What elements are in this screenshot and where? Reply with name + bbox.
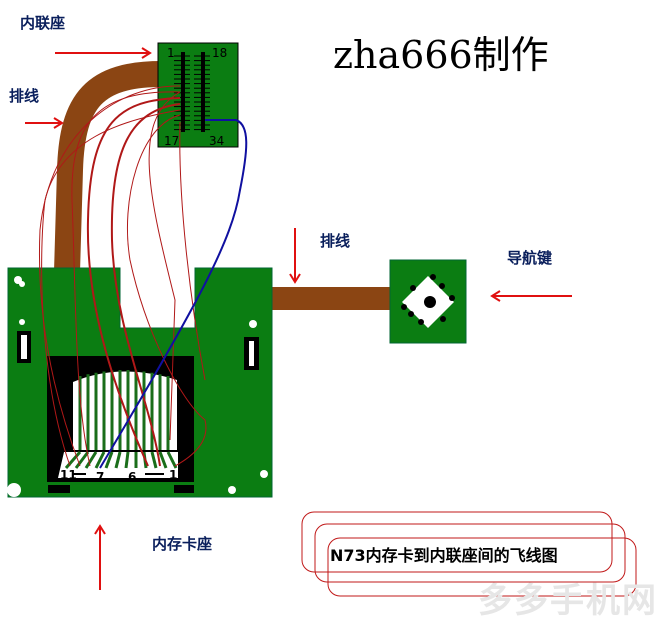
card-contact-lead — [94, 451, 106, 469]
arrow-up-icon — [94, 524, 106, 590]
nav-key-board — [389, 259, 467, 344]
label-nav-key: 导航键 — [507, 249, 552, 267]
red-flying-wires — [39, 85, 207, 467]
card-contact-lead — [124, 451, 130, 469]
caption-text: N73内存卡到内联座间的飞线图 — [330, 546, 558, 565]
arrows — [25, 47, 572, 590]
arrow-right-icon — [55, 47, 152, 59]
connector-pin-1: 1 — [167, 46, 175, 60]
label-card-slot: 内存卡座 — [152, 535, 212, 553]
card-contact-lead — [150, 451, 158, 469]
arrow-down-icon — [289, 228, 301, 284]
caption-box — [301, 511, 637, 597]
diagram-title: zha666制作 — [333, 33, 549, 77]
card-pin-7: 7 — [96, 470, 104, 484]
arrow-left-icon — [490, 290, 572, 302]
card-pin-1: 1 — [169, 468, 177, 482]
flex-cable-right — [270, 287, 392, 310]
card-contact-lead — [64, 451, 82, 469]
card-pin-6: 6 — [128, 470, 136, 484]
card-pin-11: 11 — [60, 468, 77, 482]
card-contact-lead — [84, 451, 98, 469]
card-contact-lead — [166, 451, 178, 469]
connector-pin-34: 34 — [209, 134, 224, 148]
connector-pin-18: 18 — [212, 46, 227, 60]
nav-key-center — [424, 296, 436, 308]
card-contact-lead — [74, 451, 90, 469]
label-connector: 内联座 — [20, 14, 65, 32]
card-contact-lead — [104, 451, 114, 469]
card-contact-lead — [158, 451, 168, 469]
watermark: 多多手机网 — [478, 581, 658, 618]
label-flex-cable-right: 排线 — [320, 232, 350, 250]
connector-pin-17: 17 — [164, 134, 179, 148]
flex-cable-left — [54, 61, 163, 273]
card-contact-lead — [114, 451, 122, 469]
label-flex-cable-left: 排线 — [9, 87, 39, 105]
blue-flying-wire — [99, 119, 248, 469]
arrow-right-icon — [25, 117, 64, 129]
board-to-board-connector: 1 18 17 34 — [157, 42, 239, 148]
